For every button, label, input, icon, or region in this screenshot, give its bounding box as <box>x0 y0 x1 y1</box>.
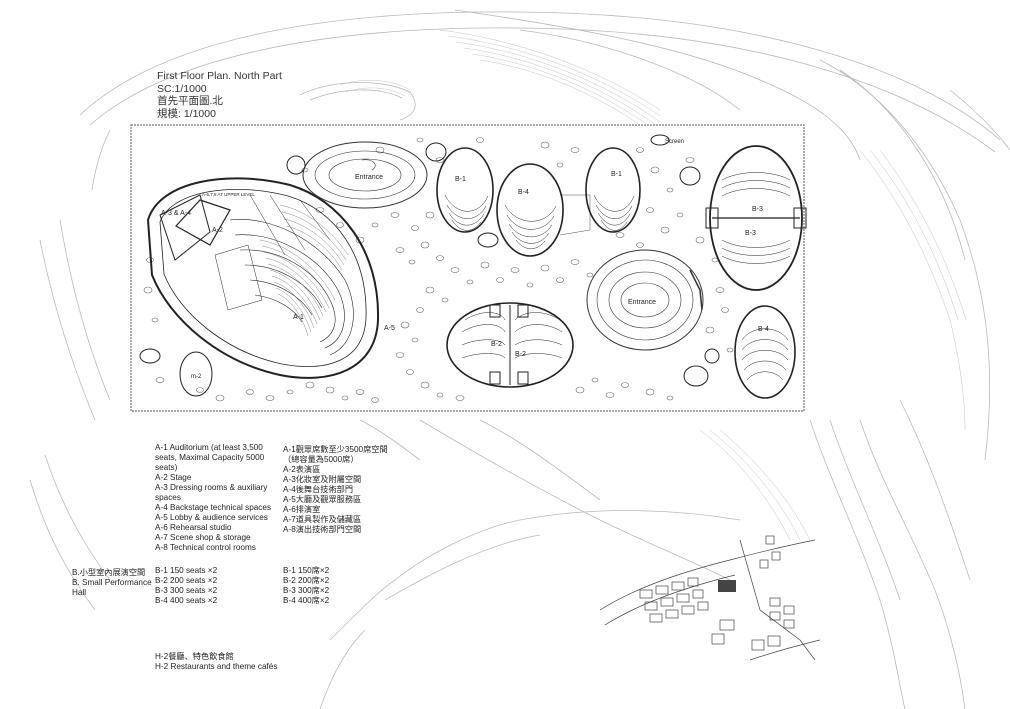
drawing-title-zh: 首先平面圖.北 <box>157 95 223 107</box>
legend-item: B-2 200席×2 <box>283 576 330 585</box>
legend-item: A-1觀眾席數至少3500席空間 <box>283 445 388 454</box>
legend-item: A-6排演室 <box>283 505 321 514</box>
legend-item: H-2餐廳、特色飲食館 <box>155 652 234 661</box>
auditorium-seating-hatch <box>259 204 349 337</box>
legend-item: A-2 Stage <box>155 473 192 482</box>
legend-item: B-3 300 seats ×2 <box>155 586 218 595</box>
hall-b4-top <box>496 163 591 257</box>
circulation-nodes <box>139 134 720 397</box>
legend-item: B-2 200 seats ×2 <box>155 576 218 585</box>
label-a2: A-2 <box>212 227 223 234</box>
legend-item: B-1 150席×2 <box>283 566 330 575</box>
legend-item: A-4 Backstage technical spaces <box>155 503 272 512</box>
label-b2-left: B-2 <box>491 341 502 348</box>
legend-item: B-3 300席×2 <box>283 586 330 595</box>
legend-item: A-1 Auditorium (at least 3,500 seats, Ma… <box>155 443 265 472</box>
label-b1-left: B-1 <box>455 176 466 183</box>
site-context-lines <box>29 9 1010 709</box>
label-m2: m-2 <box>191 374 202 380</box>
label-b4-bottom: B-4 <box>758 326 769 333</box>
label-a34: A-3 & A-4 <box>161 210 191 217</box>
entrance-oval-left <box>302 141 428 209</box>
legend-item: A-3 Dressing rooms & auxiliary spaces <box>155 483 268 502</box>
hall-b1-left <box>436 147 494 233</box>
legend-item: A-2表演區 <box>283 465 321 474</box>
legend-item: A-7 Scene shop & storage <box>155 533 251 542</box>
legend-item: H-2 Restaurants and theme cafés <box>155 662 278 671</box>
label-b4-top: B-4 <box>518 189 529 196</box>
entrance-oval-right <box>586 249 704 351</box>
legend-heading: B.小型室內展演空間 <box>72 568 146 577</box>
site-map-highlight <box>718 580 736 592</box>
legend-item: A-5大廳及觀眾服務區 <box>283 495 362 504</box>
legend-item: A-5 Lobby & audience services <box>155 513 268 522</box>
label-screen: Screen <box>665 139 684 145</box>
label-b3-bottom: B-3 <box>745 230 756 237</box>
label-entrance-right: Entrance <box>628 299 656 306</box>
legend-item: A-4後舞台技術部門 <box>283 485 354 494</box>
legend-item: （總容量為5000席） <box>283 455 359 464</box>
legend-item: A-3化妝室及附屬空間 <box>283 475 362 484</box>
legend-item: A-6 Rehearsal studio <box>155 523 232 532</box>
hall-b1-right <box>585 147 641 233</box>
label-b1-right: B-1 <box>611 171 622 178</box>
hall-b2 <box>446 302 574 388</box>
label-a1: A-1 <box>293 314 304 321</box>
drawing-title-block: First Floor Plan. North Part SC:1/1000 首… <box>157 70 282 120</box>
auditorium-a1 <box>146 177 380 379</box>
label-b3-top: B-3 <box>752 206 763 213</box>
label-b2-right: B-2 <box>515 351 526 358</box>
legend-item: A-8 Technical control rooms <box>155 543 256 552</box>
legend-heading: B. Small Performance Hall <box>72 578 152 597</box>
legend-item: B-4 400 seats ×2 <box>155 596 218 605</box>
label-entrance-left: Entrance <box>355 174 383 181</box>
legend-item: B-4 400席×2 <box>283 596 330 605</box>
legend-a-english: A-1 Auditorium (at least 3,500 seats, Ma… <box>155 443 283 553</box>
label-a678: A-6,7,8 AT UPPER LEVEL <box>202 192 255 197</box>
site-map-inset <box>599 535 821 661</box>
drawing-scale: SC:1/1000 <box>157 82 207 95</box>
drawing-scale-zh: 規模: 1/1000 <box>157 107 216 120</box>
pebble-pattern <box>143 137 734 403</box>
contour-hatching <box>339 29 967 541</box>
hall-b3 <box>705 145 807 291</box>
legend-item: A-7道具製作及儲藏區 <box>283 515 362 524</box>
legend-item: A-8演出技術部門空間 <box>283 525 362 534</box>
drawing-title: First Floor Plan. North Part <box>157 70 282 82</box>
label-a5: A-5 <box>384 325 395 332</box>
legend-item: B-1 150 seats ×2 <box>155 566 218 575</box>
